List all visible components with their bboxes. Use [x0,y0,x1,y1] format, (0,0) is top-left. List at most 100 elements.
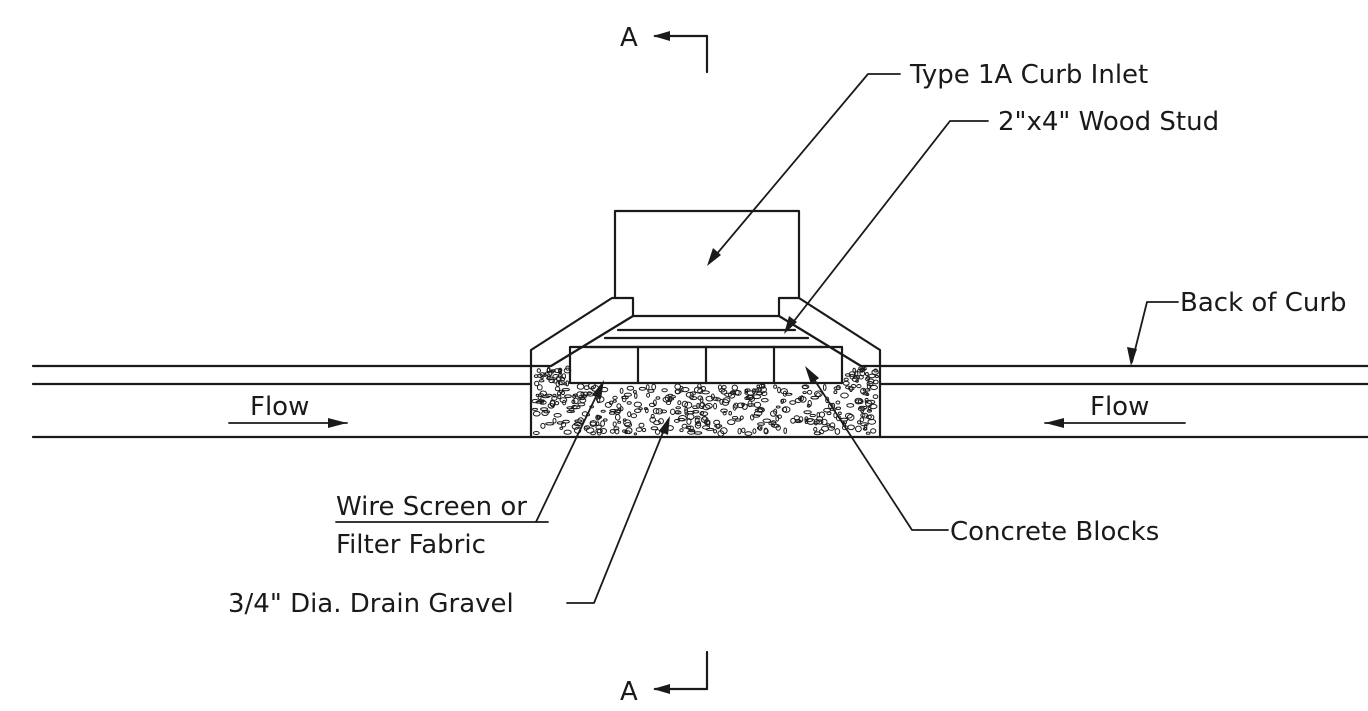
gravel-stone [559,397,568,403]
callout-wood-stud: 2"x4" Wood Stud [784,107,1219,334]
gravel-stone [705,395,714,402]
callout-concrete-blocks: Concrete Blocks [805,366,1159,547]
gravel-stone [821,418,828,426]
callout-drain-gravel-leader [566,419,669,604]
gravel-stone [720,427,728,435]
gravel-stone [872,379,879,385]
gravel-stone [728,391,736,399]
gravel-stone [623,392,633,397]
gravel-stone [864,400,869,404]
gravel-stone [827,426,836,431]
callout-wood-stud-leader [786,120,989,331]
gravel-stone [859,417,865,423]
gravel-stone [634,408,642,414]
callout-concrete-blocks-label: Concrete Blocks [950,517,1159,547]
gravel-stone [544,393,553,397]
gravel-stone [773,384,778,389]
gravel-stone [867,405,872,412]
gravel-stone [612,421,617,427]
gravel-stone [859,367,865,373]
gravel-stone [842,380,850,386]
flow-left: Flow [228,392,348,428]
gravel-stone [573,397,579,405]
gravel-stone [702,404,711,411]
callout-back-of-curb: Back of Curb [1127,288,1347,366]
gravel-stone [840,392,849,399]
gravel-stone [665,400,672,406]
gravel-stone [614,413,621,421]
gravel-stone [559,426,564,430]
gravel-stone [803,410,812,415]
callout-wood-stud-label: 2"x4" Wood Stud [998,107,1219,137]
gravel-stone [777,414,782,419]
gravel-stone [617,420,622,424]
wood-stud-wing-left [529,296,635,368]
gravel-stone [834,428,841,435]
gravel-stone [854,371,859,378]
gravel-stone [571,423,580,430]
gravel-stone [801,384,810,390]
gravel-stone [553,413,562,418]
gravel-stone [694,422,702,429]
gravel-stone [790,417,796,424]
gravel-stone [693,431,703,435]
wood-stud-wing-right [777,296,882,368]
gravel-stone [859,370,866,377]
gravel-stone [534,380,540,387]
gravel-stone [658,418,664,425]
gravel-stone [655,396,661,400]
gravel-stone [692,405,698,410]
gravel-stone [866,399,876,405]
gravel-stone [609,429,616,434]
flow-left-label: Flow [250,392,309,422]
gravel-stone [760,398,769,403]
gravel-stone [795,419,800,423]
gravel-stone [777,386,781,394]
gravel-stone [752,414,761,418]
gravel-stone [600,420,605,427]
gravel-stone [867,418,877,425]
gravel-stone [699,411,709,417]
gravel-stone [874,375,880,378]
gravel-stone [857,420,861,425]
gravel-stone [684,409,688,416]
gravel-stone [538,393,545,398]
gravel-stone [692,410,700,414]
gravel-stone [775,405,781,409]
gravel-stone [622,418,627,422]
gravel-stone [855,379,859,383]
gravel-stone [870,428,877,434]
gravel-stone [814,390,823,398]
gravel-stone [802,391,807,395]
callout-back-of-curb-arrow-icon [1127,347,1137,366]
gravel-stone [815,392,821,397]
flow-right-arrow-icon [1045,418,1064,428]
gravel-stone [747,403,756,407]
gravel-stone [770,410,777,417]
gravel-stone [531,398,539,404]
gravel-stone [622,429,627,433]
gravel-stone [564,394,572,399]
gravel-stone [561,388,570,392]
gravel-stone [806,403,811,408]
gravel-stone [641,427,647,433]
gravel-stone [781,398,787,403]
gravel-stone [728,410,733,416]
gravel-stone [752,394,762,400]
gravel-stone [616,403,622,409]
gravel-stone [581,394,588,398]
gravel-stone [650,413,655,419]
gravel-stone [695,420,702,427]
gravel-stone [732,403,737,411]
section-marker-bottom-arrow-icon [653,684,670,694]
gravel-stone [675,406,682,410]
gravel-stone [757,408,765,413]
gravel-stone [540,407,549,412]
gravel-texture [531,365,880,437]
gravel-stone [752,428,757,434]
gravel-stone [768,421,777,426]
gravel-stone [756,426,762,430]
gravel-stone [624,422,633,428]
gravel-stone [688,429,696,433]
